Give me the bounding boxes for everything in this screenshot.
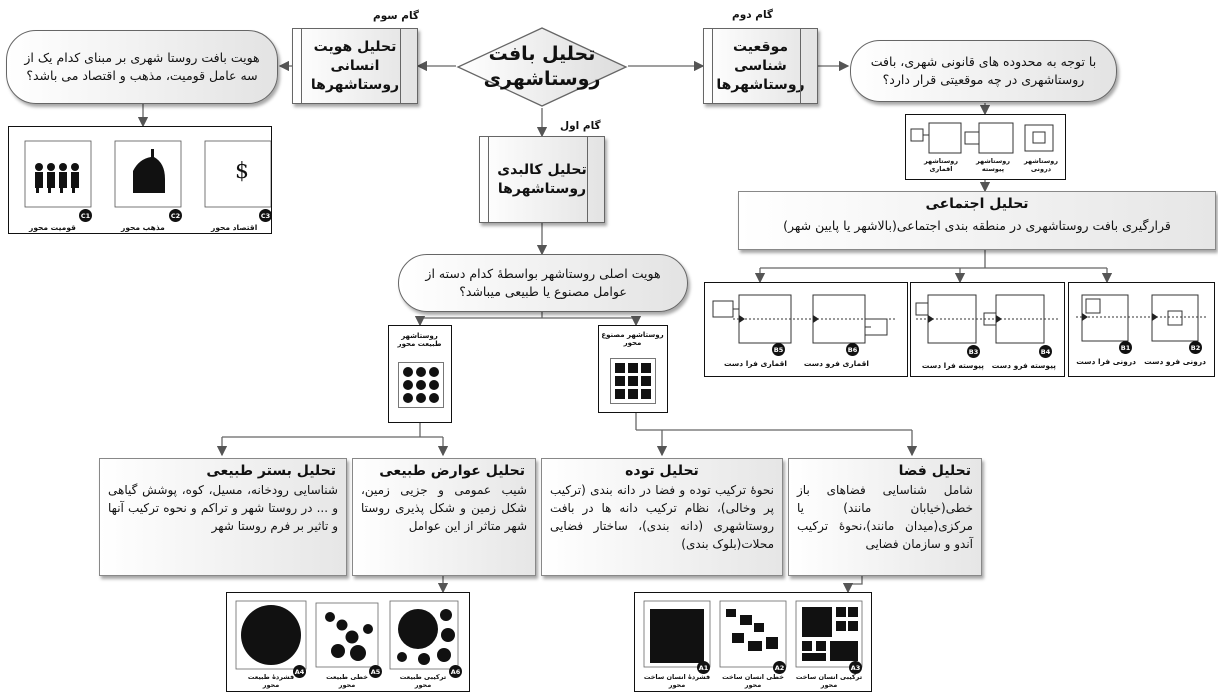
label-a5: خطی طبیعت محور <box>326 673 368 689</box>
panel-natural-features: تحلیل عوارض طبیعی شیب عمومی و جزیی زمین،… <box>352 458 536 576</box>
social-analysis-text: قرارگیری بافت روستاشهری در منطقه بندی اج… <box>783 218 1171 233</box>
physical-question-text: هویت اصلی روستاشهر بواسطۀ کدام دسته از ع… <box>425 266 661 299</box>
label-b3: پیوسته فرا دست <box>921 361 984 370</box>
position-question: با توجه به محدوده های قانونی شهری، بافت … <box>850 40 1117 102</box>
identity-icons-box: $ C1 C2 C3 قومیت محور مذهب محور اقتصاد م… <box>8 126 272 234</box>
badge-a3: A3 <box>849 661 862 674</box>
label-a3: ترکیبی انسان ساخت محور <box>795 673 863 689</box>
panel-mass-text: نحوۀ ترکیب توده و فضا در دانه بندی (ترکی… <box>550 483 774 551</box>
natural-patterns-sketch <box>235 600 459 670</box>
panel-natural-bed: تحلیل بستر طبیعی شناسایی رودخانه، مسیل، … <box>99 458 347 576</box>
social-satellite-sketch <box>712 294 897 344</box>
label-a4: فشردۀ طبیعت محور <box>247 673 295 689</box>
label-b4: پیوسته فرو دست <box>991 361 1056 370</box>
panel-space: تحلیل فضا شامل شناسایی فضاهای باز خطی(خی… <box>788 458 982 576</box>
label-a1: فشردۀ انسان ساخت محور <box>643 673 711 689</box>
physical-question: هویت اصلی روستاشهر بواسطۀ کدام دسته از ع… <box>398 254 688 312</box>
label-b1: درونی فرا دست <box>1076 357 1136 366</box>
dollar-icon: $ <box>235 159 249 184</box>
identity-process-label: تحلیل هویت انسانی روستاشهرها <box>310 38 400 93</box>
panel-mass-title: تحلیل توده <box>625 463 699 479</box>
social-adjacent-sketch <box>915 294 1058 344</box>
natural-dots-icon <box>398 362 444 408</box>
sketch-label-adjacent: روستاشهر پیوسته <box>976 157 1010 173</box>
badge-a4: A4 <box>293 665 306 678</box>
manmade-type-box: روستاشهر مصنوع محور <box>598 325 668 413</box>
panel-space-text: شامل شناسایی فضاهای باز خطی(خیابان مانند… <box>797 483 973 551</box>
step2-label: گام دوم <box>732 9 774 21</box>
panel-natural-bed-title: تحلیل بستر طبیعی <box>206 463 336 479</box>
label-b2: درونی فرو دست <box>1144 357 1206 366</box>
step3-label: گام سوم <box>373 10 420 22</box>
badge-a1: A1 <box>697 661 710 674</box>
position-process-label: موقعیت شناسی روستاشهرها <box>716 38 805 93</box>
sketch-label-satellite: روستاشهر اقماری <box>924 157 958 173</box>
identity-question: هویت بافت روستا شهری بر مبنای کدام یک از… <box>6 30 278 104</box>
badge-c3: C3 <box>259 209 272 222</box>
natural-type-label: روستاشهر طبیعت محور <box>397 332 442 348</box>
badge-b2: B2 <box>1189 341 1202 354</box>
identity-icons-sketch <box>24 140 272 208</box>
panel-space-title: تحلیل فضا <box>898 463 971 479</box>
badge-b3: B3 <box>967 345 980 358</box>
physical-process-box: تحلیل کالبدی روستاشهرها <box>479 136 605 223</box>
sketch-label-inner: روستاشهر درونی <box>1024 157 1058 173</box>
center-diamond <box>456 27 628 107</box>
position-sketch-diagram <box>910 122 1054 154</box>
social-group-adjacent: B4 B3 پیوسته فرو دست پیوسته فرا دست <box>910 282 1065 377</box>
badge-c1: C1 <box>79 209 92 222</box>
position-process-box: موقعیت شناسی روستاشهرها <box>703 28 818 104</box>
label-a2: خطی انسان ساخت محور <box>722 673 784 689</box>
manmade-patterns-sketch <box>643 600 863 668</box>
physical-process-label: تحلیل کالبدی روستاشهرها <box>497 161 587 197</box>
badge-a2: A2 <box>773 661 786 674</box>
social-inner-sketch <box>1076 294 1208 342</box>
position-sketch-box: روستاشهر درونی روستاشهر پیوسته روستاشهر … <box>905 114 1066 180</box>
panel-mass: تحلیل توده نحوۀ ترکیب توده و فضا در دانه… <box>541 458 783 576</box>
badge-c2: C2 <box>169 209 182 222</box>
panel-natural-bed-text: شناسایی رودخانه، مسیل، کوه، پوشش گیاهی و… <box>108 483 338 533</box>
panel-natural-features-text: شیب عمومی و جزیی زمین، شکل زمین و شکل پذ… <box>361 483 527 533</box>
natural-patterns-box: A4 A5 A6 فشردۀ طبیعت محور خطی طبیعت محور… <box>226 592 470 692</box>
panel-natural-features-title: تحلیل عوارض طبیعی <box>379 463 525 479</box>
badge-b6: B6 <box>846 343 859 356</box>
manmade-blocks-icon <box>610 358 656 404</box>
position-question-text: با توجه به محدوده های قانونی شهری، بافت … <box>870 54 1097 87</box>
social-group-inner: B2 B1 درونی فرو دست درونی فرا دست <box>1068 282 1215 377</box>
step1-label: گام اول <box>560 120 601 132</box>
label-c2: مذهب محور <box>121 223 165 232</box>
label-b6: اقماری فرو دست <box>803 359 869 368</box>
center-title: تحلیل بافت روستاشهری <box>483 43 601 90</box>
manmade-patterns-box: A1 A2 A3 فشردۀ انسان ساخت محور خطی انسان… <box>634 592 872 692</box>
badge-b4: B4 <box>1039 345 1052 358</box>
manmade-type-label: روستاشهر مصنوع محور <box>601 331 664 347</box>
label-c1: قومیت محور <box>29 223 76 232</box>
label-b5: اقماری فرا دست <box>723 359 787 368</box>
label-a6: ترکیبی طبیعت محور <box>399 673 447 689</box>
badge-a5: A5 <box>369 665 382 678</box>
badge-a6: A6 <box>449 665 462 678</box>
social-analysis-title: تحلیل اجتماعی <box>925 196 1029 212</box>
badge-b5: B5 <box>772 343 785 356</box>
badge-b1: B1 <box>1119 341 1132 354</box>
identity-question-text: هویت بافت روستا شهری بر مبنای کدام یک از… <box>24 50 260 83</box>
label-c3: اقتصاد محور <box>211 223 258 232</box>
social-group-satellite: B6 B5 اقماری فرو دست اقماری فرا دست <box>704 282 908 377</box>
identity-process-box: تحلیل هویت انسانی روستاشهرها <box>292 28 418 104</box>
social-analysis-panel: تحلیل اجتماعی قرارگیری بافت روستاشهری در… <box>738 191 1216 250</box>
natural-type-box: روستاشهر طبیعت محور <box>388 325 452 423</box>
